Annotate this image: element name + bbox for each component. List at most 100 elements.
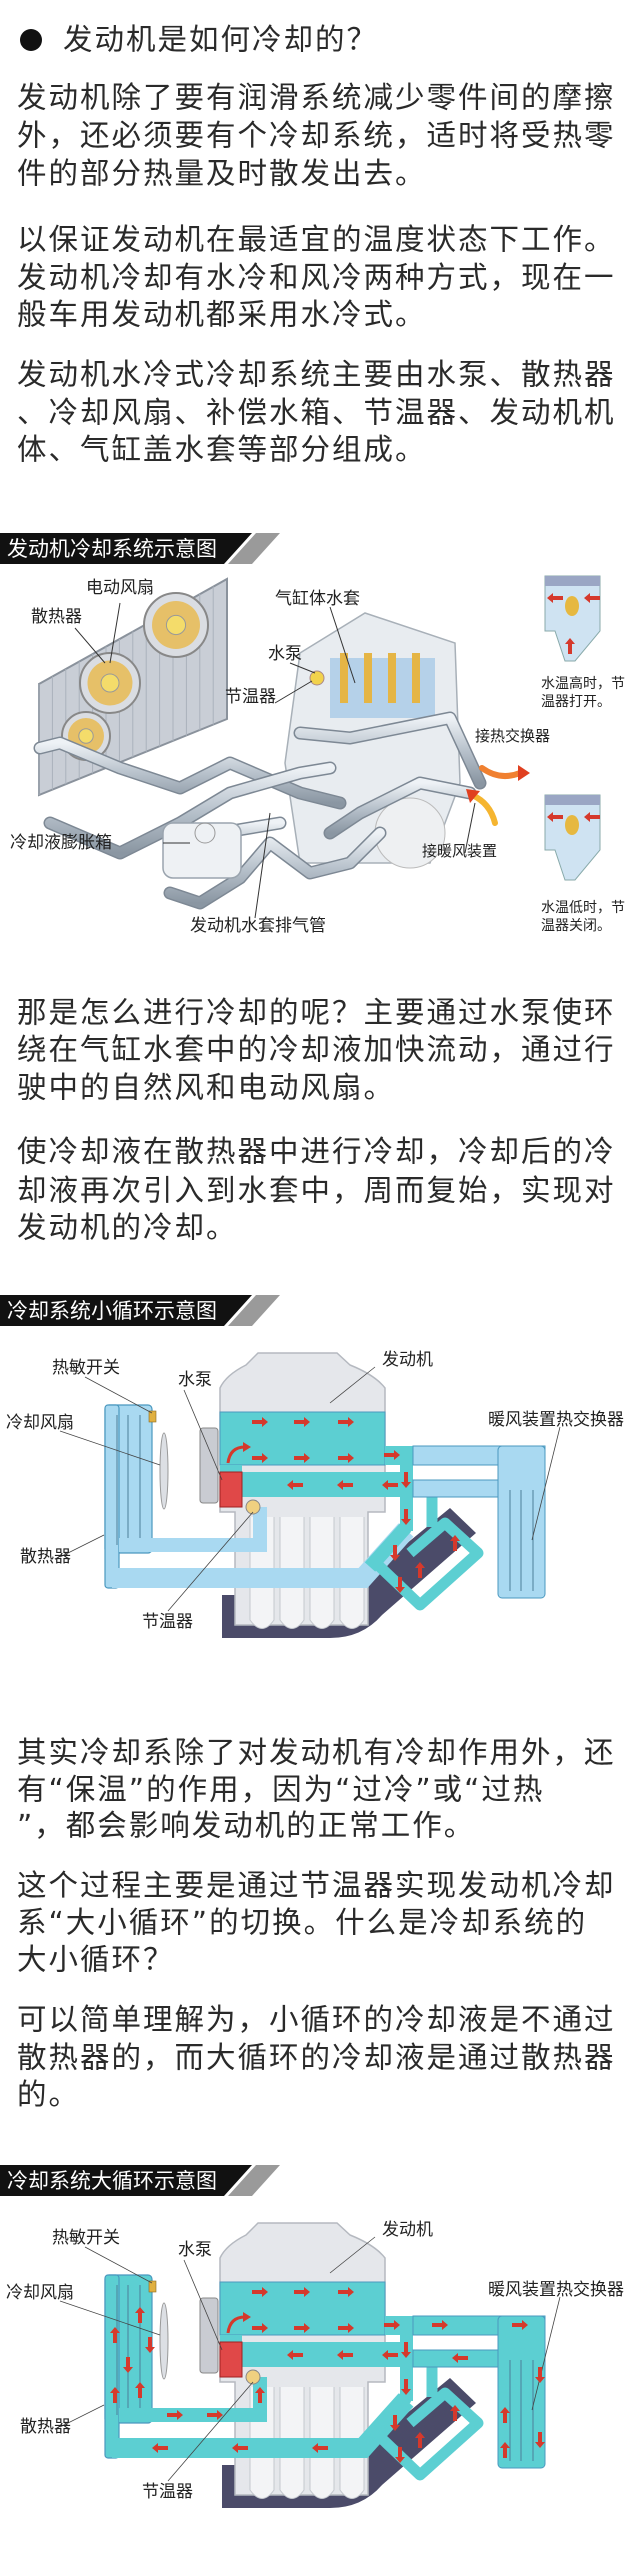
engine-cooling-system-figure: 发动机冷却系统示意图 电动风扇 散热器 气缸体水套 水泵 节温器 接热交换器 冷… — [0, 533, 640, 943]
leader-line — [274, 680, 313, 704]
paragraph-line: 使冷却液在散热器中进行冷却，冷却后的冷 — [17, 1134, 616, 1169]
title-bar — [0, 1295, 252, 1326]
label-heater-exchanger: 暖风装置热交换器 — [488, 2280, 624, 2300]
flow-arrow — [512, 2320, 528, 2330]
flow-arrow — [135, 2382, 145, 2398]
flow-arrow-head — [415, 2432, 425, 2448]
paragraph-line: 体、气缸盖水套等部分组成。 — [17, 432, 427, 467]
flow-arrow — [338, 2287, 354, 2297]
flow-arrow-head — [384, 2320, 400, 2330]
flow-arrow — [415, 1562, 425, 1578]
flow-arrow — [110, 2387, 120, 2403]
flow-arrow — [338, 1417, 354, 1427]
label-vent-pipe: 发动机水套排气管 — [190, 916, 326, 936]
flow-arrow — [401, 1509, 411, 1525]
paragraph-line: 发动机除了要有润滑系统减少零件间的摩擦 — [17, 80, 616, 115]
flow-arrow — [294, 2287, 310, 2297]
flow-arrow-head — [294, 2323, 310, 2333]
flow-arrow — [123, 2357, 133, 2373]
thermal-switch — [148, 1410, 157, 1423]
flow-arrow — [338, 1453, 354, 1463]
pump-pulley — [199, 1427, 219, 1504]
thermostat-housing — [545, 576, 600, 586]
water-pump — [219, 1471, 243, 1508]
paragraph-line: 大小循环？ — [17, 1942, 175, 1977]
flow-arrow-head — [338, 1417, 354, 1427]
large-loop-illustration — [0, 2165, 561, 2508]
flow-arrow — [401, 1472, 411, 1488]
flow-arrow — [252, 1453, 268, 1463]
thermostat — [245, 2369, 261, 2385]
paragraph-line: 外，还必须要有个冷却系统，适时将受热零 — [17, 118, 616, 153]
thermostat-housing — [545, 795, 600, 805]
flow-arrow-head — [110, 2327, 120, 2343]
flow-arrow-head — [500, 2407, 510, 2423]
leader-line — [254, 812, 271, 919]
small-loop-figure: 冷却系统小循环示意图 热敏开关 水泵 发动机 冷却风扇 暖风装置热交换器 散热器… — [0, 1295, 640, 1645]
flow-arrow-head — [395, 1577, 405, 1593]
flow-arrow — [252, 2323, 268, 2333]
paragraph-line: ”，都会影响发动机的正常工作。 — [17, 1808, 476, 1843]
flow-arrow — [312, 2443, 328, 2453]
valve — [412, 653, 420, 703]
heater-feed — [364, 2392, 412, 2442]
flow-arrow-head — [390, 1545, 400, 1561]
flow-arrow — [401, 2379, 411, 2395]
paragraph-line: 般车用发动机都采用水冷式。 — [17, 297, 427, 332]
flow-arrow — [450, 1535, 460, 1551]
flow-arrow — [500, 2442, 510, 2458]
leader-line — [167, 1511, 254, 1612]
leader-line — [329, 2236, 376, 2274]
coolant-pipe — [165, 828, 385, 908]
flow-arrow-head — [382, 2350, 398, 2360]
flow-arrow — [547, 593, 563, 603]
flow-arrow — [535, 2367, 545, 2383]
flow-arrow — [252, 2287, 268, 2297]
label-fan: 冷却风扇 — [6, 2283, 74, 2303]
flow-arrow — [432, 2320, 448, 2330]
thermostat-valve — [565, 596, 579, 616]
intake-heater-loop — [374, 2387, 484, 2481]
flow-arrow — [252, 1417, 268, 1427]
down-channel — [400, 2316, 413, 2401]
flow-arrow — [232, 2443, 248, 2453]
figure-title: 发动机冷却系统示意图 — [7, 537, 217, 561]
leader-line — [329, 1366, 376, 1404]
tank-cap — [194, 822, 216, 844]
label-fan: 冷却风扇 — [6, 1413, 74, 1433]
paragraph-line: 有“保温”的作用，因为“过冷”或“过热 — [17, 1772, 545, 1807]
flow-arrow — [384, 1450, 400, 1460]
fan-hub — [100, 673, 120, 693]
leader-line — [109, 602, 121, 664]
flow-arrow — [294, 1453, 310, 1463]
heat-out-arrow — [479, 765, 523, 780]
flow-arrow-head — [252, 1453, 268, 1463]
thermostat-valve — [565, 815, 579, 835]
flow-arrow-head — [123, 2357, 133, 2373]
flow-arrow — [390, 2415, 400, 2431]
label-thermostat: 节温器 — [142, 1612, 193, 1632]
flow-arrow-head — [384, 1450, 400, 1460]
flow-arrow — [255, 2387, 265, 2403]
flow-arrow-head — [535, 2432, 545, 2448]
flow-arrow-head — [415, 1562, 425, 1578]
pump-flow-arrow — [226, 2315, 246, 2334]
bullet-icon — [20, 29, 42, 51]
pump-pulley — [199, 2297, 219, 2374]
label-thermal-switch: 热敏开关 — [52, 2228, 120, 2248]
flow-arrow-head — [337, 1480, 353, 1490]
flow-arrow — [415, 2432, 425, 2448]
flow-arrow-head — [584, 593, 600, 603]
label-engine: 发动机 — [382, 2220, 433, 2240]
label-pump: 水泵 — [178, 1370, 212, 1390]
leader-line — [531, 1426, 561, 1541]
flow-arrow-head — [135, 2307, 145, 2323]
paragraph-line: 却液再次引入到水套中，周而复始，实现对 — [17, 1173, 616, 1208]
thermostat — [245, 1499, 261, 1515]
label-radiator: 散热器 — [20, 1547, 71, 1567]
label-thermostat: 节温器 — [225, 687, 276, 707]
flow-arrow-head — [152, 2443, 168, 2453]
paragraph-line: 可以简单理解为，小循环的冷却液是不通过 — [17, 2002, 616, 2037]
flow-arrow-head — [338, 2287, 354, 2297]
flow-arrow-head — [135, 2382, 145, 2398]
